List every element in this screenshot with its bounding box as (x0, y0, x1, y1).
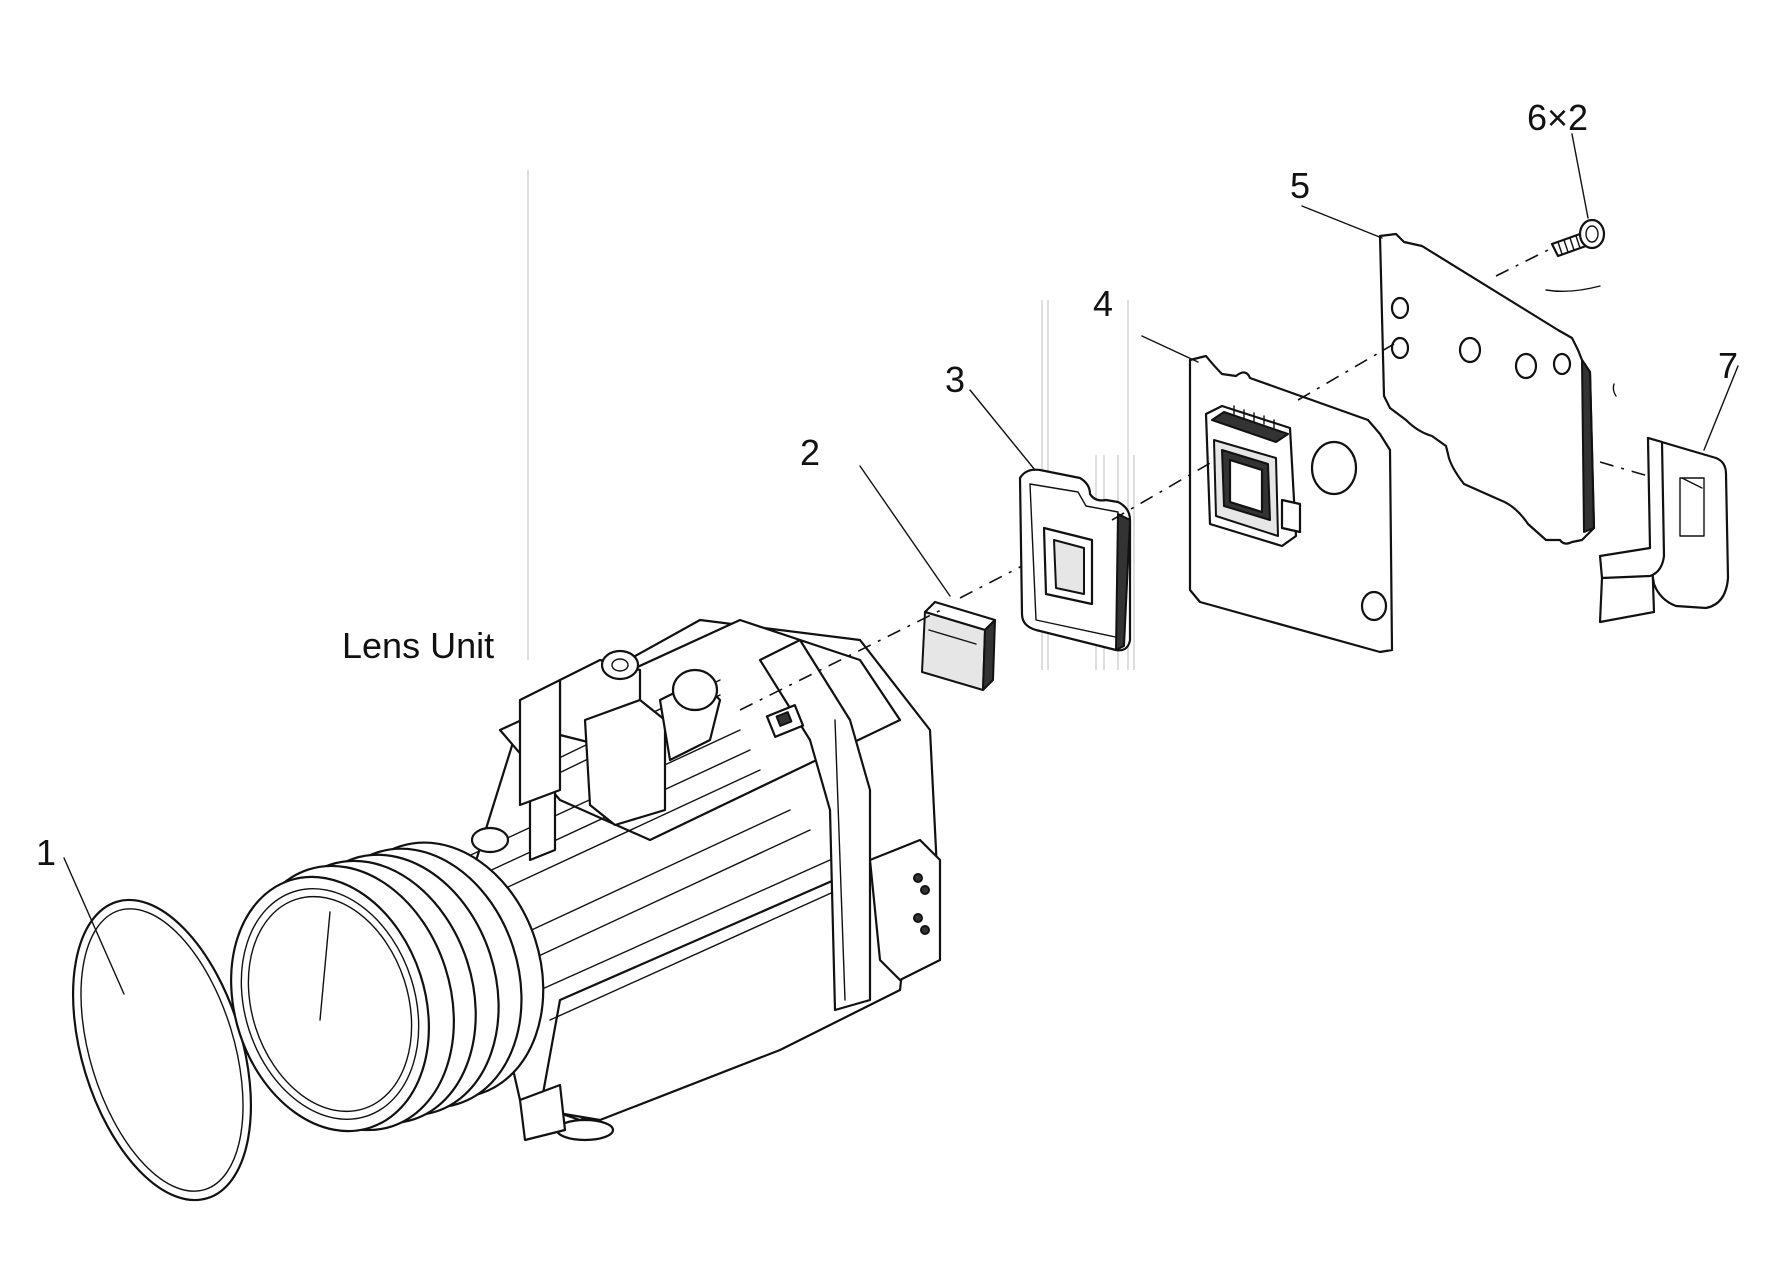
part-5-bracket-plate: 5 (1290, 165, 1596, 545)
part-6-screw: 6×2 (1527, 97, 1606, 258)
part-4-ccd-board: 4 (1093, 283, 1394, 654)
part-6-callout: 6×2 (1527, 97, 1588, 138)
lens-unit: Lens Unit (230, 618, 942, 1142)
part-2-callout: 2 (800, 432, 820, 473)
ccd-pins (1233, 405, 1275, 429)
part-1-callout: 1 (36, 832, 56, 873)
part-7-flex-cable: 7 (1598, 345, 1739, 624)
part-3-callout: 3 (945, 359, 965, 400)
lens-unit-label: Lens Unit (342, 625, 494, 666)
part-4-callout: 4 (1093, 283, 1113, 324)
part-3-seal: 3 (945, 359, 1132, 652)
part-5-callout: 5 (1290, 165, 1310, 206)
assembly-lines (739, 247, 1649, 711)
part-2-filter: 2 (800, 432, 997, 691)
part-7-callout: 7 (1718, 345, 1738, 386)
